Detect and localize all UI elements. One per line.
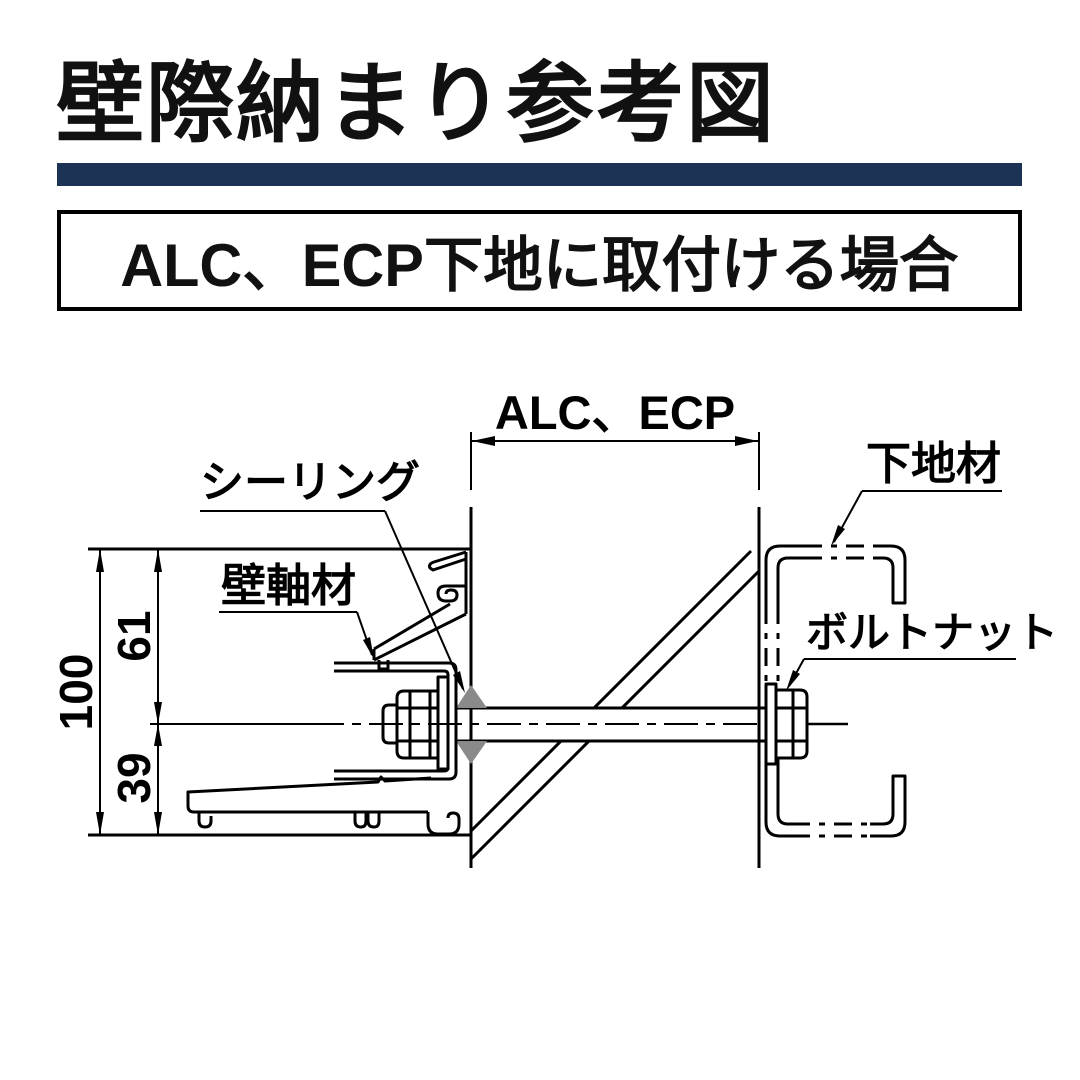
wall-frame-top-rail bbox=[372, 550, 468, 671]
leader-arrowheads bbox=[363, 525, 845, 693]
substrate-label: 下地材 bbox=[866, 438, 1001, 489]
frame-reference-lines bbox=[88, 547, 471, 837]
bolt-nut-label: ボルトナット bbox=[806, 609, 1058, 656]
dim-lower: 39 bbox=[108, 752, 160, 803]
panel-label: ALC、ECP bbox=[495, 386, 735, 439]
wall-frame-bottom-rail bbox=[186, 775, 461, 836]
subtitle-text: ALC、ECP下地に取付ける場合 bbox=[120, 232, 959, 299]
panel-break-diagonals bbox=[469, 549, 761, 861]
dimension-arrowheads bbox=[96, 436, 758, 835]
wall-frame-label: 壁軸材 bbox=[221, 560, 356, 611]
sealing-label: シーリング bbox=[200, 458, 420, 507]
dim-upper: 61 bbox=[108, 610, 160, 661]
dim-total: 100 bbox=[50, 654, 102, 731]
panel-face-lines bbox=[469, 432, 761, 868]
hex-nut-right bbox=[774, 688, 809, 760]
subtitle-box: ALC、ECP下地に取付ける場合 bbox=[57, 210, 1022, 311]
accent-bar bbox=[57, 163, 1022, 186]
page-title: 壁際納まり参考図 bbox=[56, 54, 777, 153]
sealing-fillets bbox=[456, 685, 487, 764]
dimension-lines bbox=[99, 440, 758, 835]
